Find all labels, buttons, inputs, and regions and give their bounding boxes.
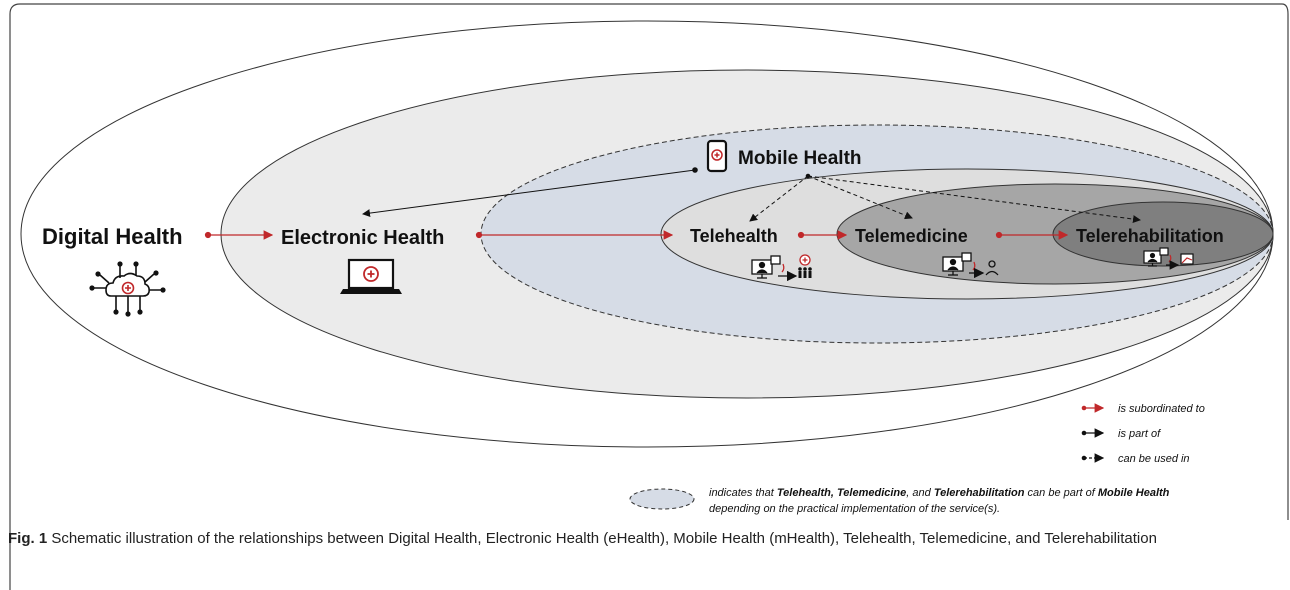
relationship-diagram: Digital Health Electronic Health Mobile …	[20, 20, 1274, 515]
label-telemedicine: Telemedicine	[855, 226, 968, 246]
label-electronic-health: Electronic Health	[281, 227, 444, 249]
legend-subordinated-label: is subordinated to	[1118, 403, 1205, 415]
label-telerehabilitation: Telerehabilitation	[1076, 226, 1224, 246]
legend-part-of: is part of	[1081, 428, 1161, 440]
label-telehealth: Telehealth	[690, 226, 778, 246]
part-of-arrow	[362, 167, 698, 218]
caption-text: Schematic illustration of the relationsh…	[47, 530, 1157, 547]
cloud-network-icon	[89, 261, 166, 317]
video-consult-rehab-icon	[1143, 247, 1194, 270]
legend-note-line-2: depending on the practical implementatio…	[709, 503, 1000, 515]
legend-note-line-1: indicates that Telehealth, Telemedicine,…	[709, 487, 1170, 499]
smartphone-medical-icon	[706, 139, 728, 173]
figure-number: Fig. 1	[8, 530, 48, 547]
video-consult-patient-icon	[942, 252, 999, 279]
legend-part-of-label: is part of	[1118, 428, 1161, 440]
figure-caption: Fig. 1 Schematic illustration of the rel…	[8, 528, 1278, 550]
legend: is subordinated to is part of can be use…	[629, 403, 1205, 515]
legend-used-in-label: can be used in	[1118, 453, 1190, 465]
telerehabilitation-ellipse	[1052, 201, 1274, 267]
laptop-medical-icon	[340, 258, 402, 294]
used-in-arrows	[749, 173, 1141, 224]
legend-mobile-health-swatch	[629, 488, 695, 510]
legend-used-in: can be used in	[1081, 453, 1190, 465]
label-digital-health: Digital Health	[42, 224, 183, 249]
video-consult-group-icon	[751, 254, 812, 282]
subordination-arrows	[204, 230, 1069, 240]
legend-subordinated: is subordinated to	[1081, 403, 1205, 415]
label-mobile-health: Mobile Health	[738, 148, 862, 169]
